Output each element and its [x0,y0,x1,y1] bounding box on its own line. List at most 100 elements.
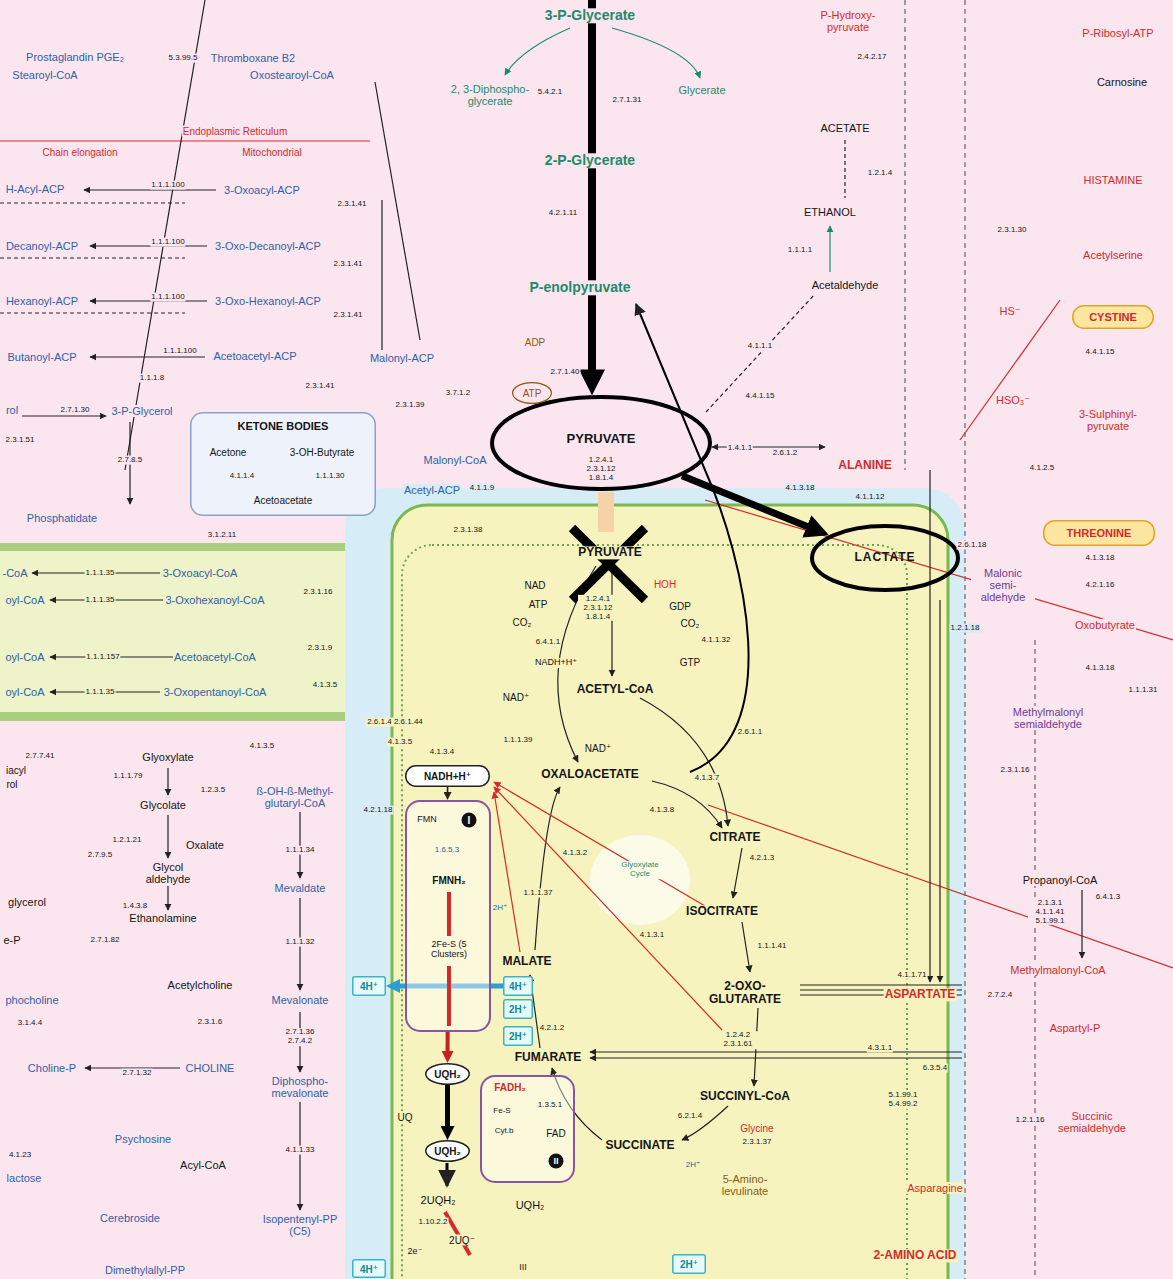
node-text: Cyt.b [495,1127,514,1136]
enzyme-number: 4.4.1.15 [745,392,776,401]
metabolite-label: Glyoxylate [141,751,194,763]
enzyme-number: 3.1.2.11 [207,531,237,540]
metabolite-label: Phosphatidate [26,512,98,524]
enzyme-number: 4.1.3.4 [429,748,455,757]
enzyme-number: 1.4.3.8 [122,902,148,911]
enzyme-number: 2.1.3.1 4.1.1.41 5.1.99.1 [1028,899,1072,925]
metabolite-label: HISTAMINE [1082,174,1143,186]
node-title: KETONE BODIES [238,420,329,432]
metabolite-label: HS⁻ [998,305,1021,317]
enzyme-number: 1.10.2.2 [418,1218,449,1227]
metabolite-label: Acetylserine [1082,249,1144,261]
enzyme-number: 2.3.1.41 [333,311,364,320]
node-shape [406,801,490,1031]
node-title: 2H⁺ [680,1259,698,1270]
enzyme-number: 1.1.1.79 [113,772,144,781]
metabolite-label: Mitochondrial [241,147,302,158]
reaction-arrow [939,600,940,982]
metabolite-label: H-Acyl-ACP [5,183,66,195]
cofactor-oval: ATP [512,382,552,404]
enzyme-number: 1.1.1.35 [85,688,116,697]
metabolite-label: 2UQ⁻ [448,1235,476,1246]
metabolite-label: GTP [679,657,702,668]
metabolite-label: Prostaglandin PGE₂ [25,51,125,63]
metabolite-label: Oxostearoyl-CoA [249,69,335,81]
metabolite-label: Acetoacetyl-CoA [173,651,257,663]
proton-box: 2H⁺ [503,999,533,1019]
enzyme-number: 1.1.1.31 [1128,686,1159,695]
metabolite-label: e-P [2,934,21,946]
enzyme-number: 4.1.3.5 [312,681,338,690]
enzyme-number: 4.2.1.11 [548,209,578,218]
enzyme-number: 5.4.2.1 [537,88,563,97]
enzyme-number: 1.1.1.100 [150,293,185,302]
enzyme-number: Glyoxylate Cycle [618,861,662,879]
enzyme-number: 5.3.99.5 [168,54,199,63]
enzyme-number: 1.1.1.34 [285,846,316,855]
nadh-arrow [494,792,520,952]
metabolite-label: ASPARTATE [884,988,957,1001]
tca-arrow [652,781,722,828]
enzyme-number: 2.7.1.82 [90,936,121,945]
enzyme-number: 2.3.1.51 [5,436,36,445]
reaction-arrow [90,300,207,301]
reaction-arrow [612,28,700,78]
metabolite-label: Stearoyl-CoA [11,69,78,81]
node-text: Fe-S [493,1107,510,1116]
reaction-arrow [829,226,830,272]
node-title: PYRUVATE [567,432,636,446]
node-text: 2Fe-S (5 Clusters) [414,940,484,960]
enzyme-number: 4.1.3.18 [1085,664,1116,673]
node-shape [504,1027,533,1046]
enzyme-number: 4.2.1.16 [1085,581,1116,590]
intermembrane-space [345,488,965,1279]
metabolite-label: ETHANOL [803,206,857,218]
enzyme-number: 1.1.1.37 [523,889,554,898]
node-shape [504,977,533,996]
metabolite-label: CO₂ [512,617,533,628]
node-shape [492,397,710,489]
enzyme-number: 2.6.1.2 [772,449,798,458]
electron-path [447,966,451,1026]
reaction-line [375,82,420,340]
dashed-line [905,0,1035,1279]
tca-arrow [733,848,742,898]
enzyme-number: 1.1.1.100 [150,238,185,247]
enzyme-number: 4.1.3.5 [249,742,275,751]
enzyme-number: 2.6.1.18 [957,541,988,550]
metabolite-label: Malonic semi-aldehyde [971,567,1035,603]
enzyme-number: 1.1.1.35 [85,569,116,578]
metabolite-label: 2-OXO-GLUTARATE [704,980,786,1006]
metabolite-label: Carnosine [1096,76,1148,88]
node-shape [426,1141,470,1162]
metabolite-label: GDP [668,601,692,612]
enzyme-number: 6.4.1.3 [1095,893,1121,902]
metabolite-label: Choline-P [27,1062,77,1074]
enzyme-number: 6.3.5.4 [922,1064,948,1073]
metabolite-label: lactose [6,1172,43,1184]
enzyme-number: 4.1.1.33 [285,1146,316,1155]
metabolite-label: ACETATE [819,122,870,134]
node-title: CYSTINE [1089,311,1137,323]
metabolite-label: 2-P-Glycerate [544,153,636,168]
enzyme-number: 2.3.1.41 [333,260,364,269]
complex-box: FADH₂Fe-SCyt.b1.3.5.1FADII [480,1075,575,1183]
metabolite-label: ISOCITRATE [685,905,759,918]
enzyme-number: 3.7.1.2 [445,389,471,398]
enzyme-number: 2.7.1.31 [612,96,643,105]
enzyme-number: 4.2.1.2 [539,1024,565,1033]
enzyme-number: 4.1.3.1 [639,931,665,940]
enzyme-number: 2.6.1.1 [737,728,763,737]
node-title: 2H⁺ [509,1031,527,1042]
enzyme-number: 4.4.1.15 [1085,348,1116,357]
dashed-line [844,140,845,198]
node-shape [191,413,376,516]
metabolite-label: SUCCINYL-CoA [699,1090,791,1103]
reaction-line [705,500,1173,640]
metabolite-label: Methylmalonyl-CoA [1009,964,1106,976]
block-cross [572,528,645,600]
metabolite-label: 2e⁻ [407,1247,424,1257]
